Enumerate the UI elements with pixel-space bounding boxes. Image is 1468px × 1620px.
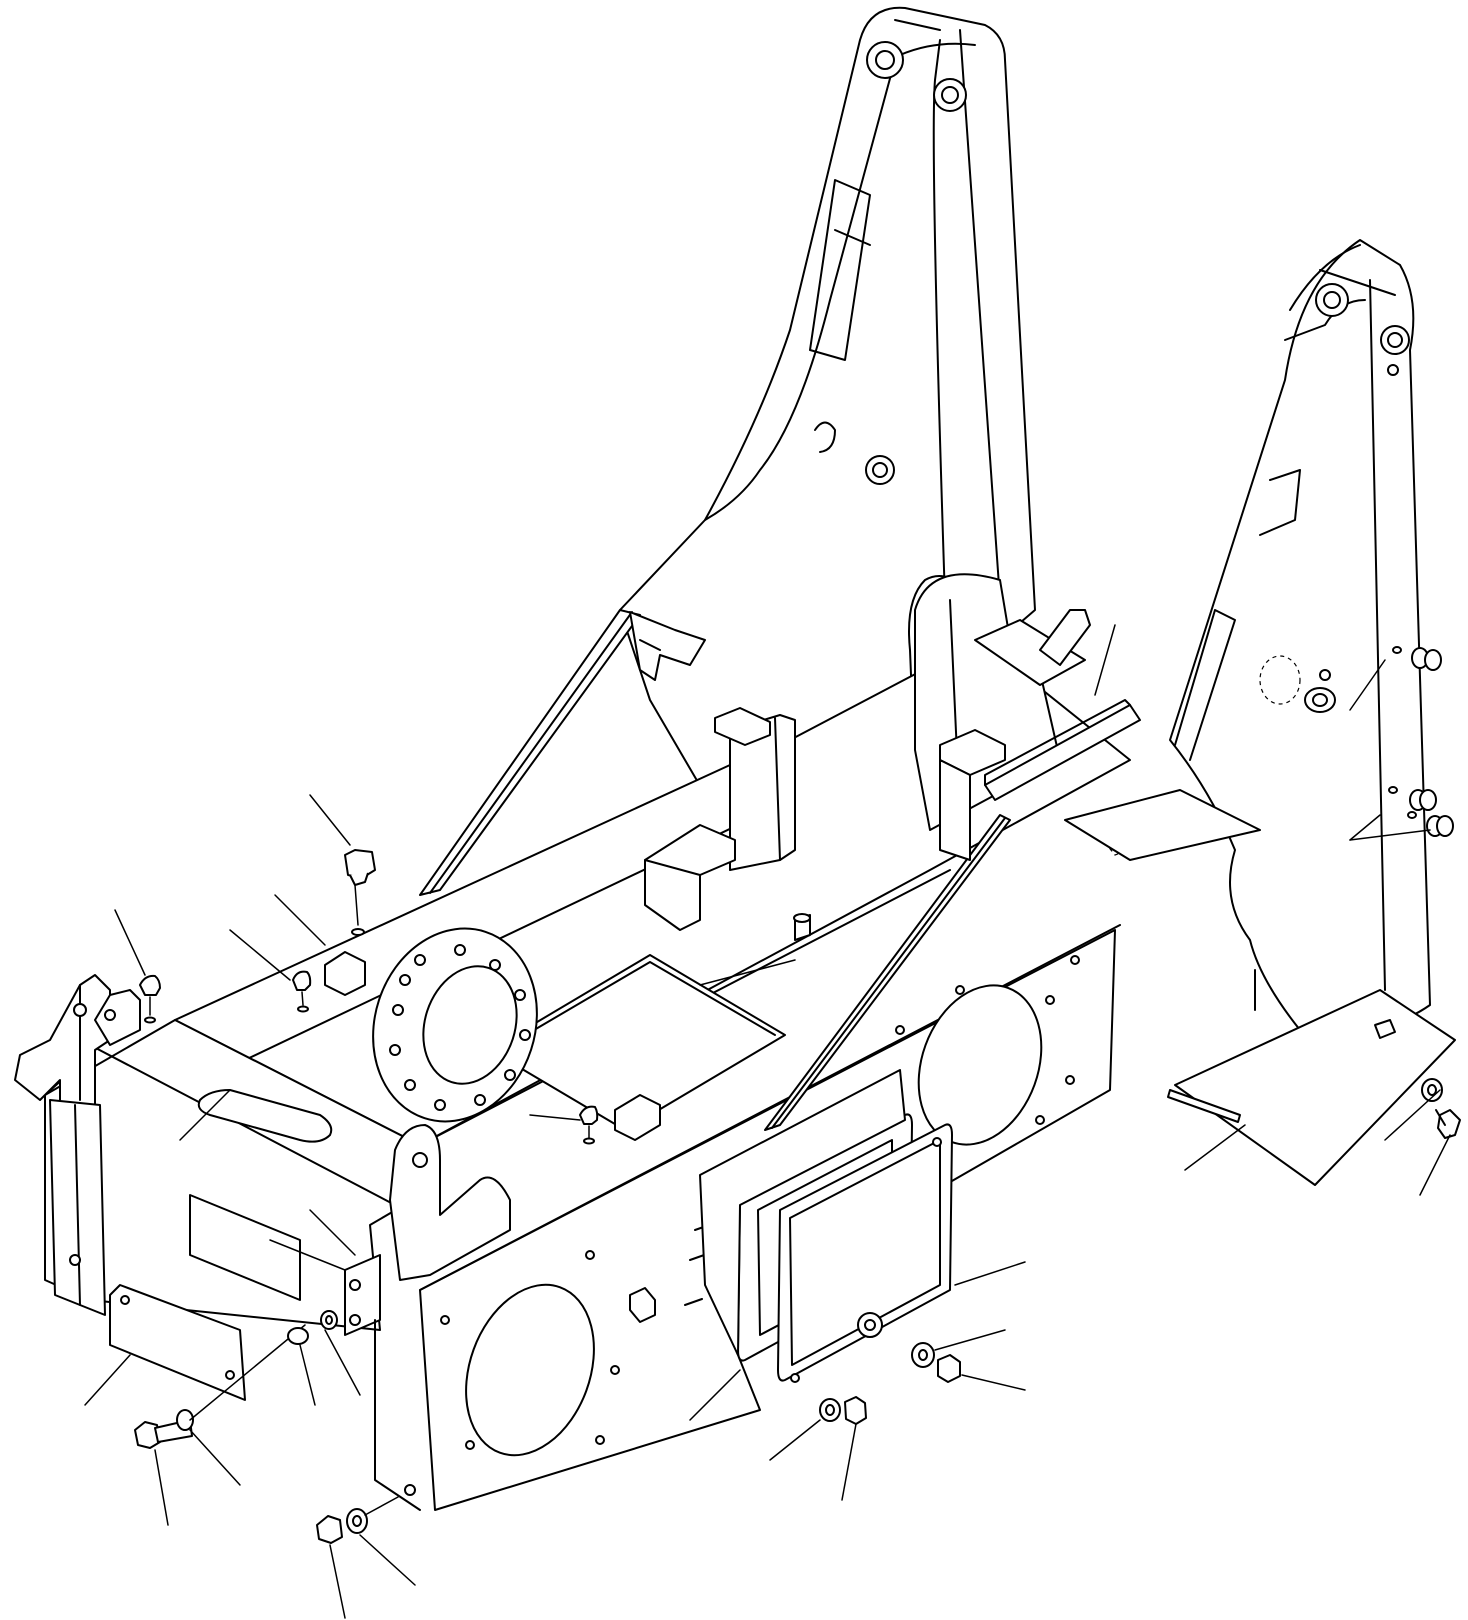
leader-26 xyxy=(954,1261,1026,1286)
rear-bracket-assembly xyxy=(939,609,1261,861)
leader-9 xyxy=(1349,659,1386,711)
leader-6 xyxy=(529,1114,581,1121)
fasteners xyxy=(134,646,1461,1544)
plug-left xyxy=(139,974,161,1024)
cover-nut-lower xyxy=(819,1396,867,1425)
leader-18 xyxy=(84,1354,131,1406)
leader-20 xyxy=(154,1449,169,1526)
cap-screw-top xyxy=(344,849,376,936)
leader-25 xyxy=(841,1423,857,1501)
leader-lines xyxy=(84,624,1451,1619)
ring-bolt-holes xyxy=(389,944,531,1111)
cover-nut-upper xyxy=(911,1342,961,1383)
leader-3 xyxy=(274,894,326,946)
leader-2 xyxy=(114,909,146,976)
leader-19 xyxy=(189,1429,241,1486)
leader-21 xyxy=(329,1544,346,1619)
leader-15 xyxy=(269,1239,346,1271)
leader-8 xyxy=(1094,624,1116,696)
leader-10b xyxy=(1349,829,1431,841)
bolt-bottom xyxy=(316,1496,399,1544)
leader-1 xyxy=(309,794,351,846)
leader-12 xyxy=(1419,1134,1451,1196)
bolt-front-mid xyxy=(287,1310,338,1345)
leader-13 xyxy=(1184,1124,1246,1171)
inspection-cover-plate xyxy=(777,1123,953,1383)
right-bolt-upper xyxy=(1392,646,1442,671)
leader-16 xyxy=(324,1329,361,1396)
leader-4 xyxy=(229,929,291,981)
leader-28 xyxy=(961,1374,1026,1391)
leader-24 xyxy=(769,1419,821,1461)
leader-14 xyxy=(309,1209,356,1256)
leader-17 xyxy=(299,1344,316,1406)
leader-27 xyxy=(934,1329,1006,1351)
main-frame-body xyxy=(174,639,1131,1146)
leader-22 xyxy=(359,1534,416,1586)
leader-7 xyxy=(699,959,796,986)
plug-lower xyxy=(579,1105,599,1145)
skid-bolt xyxy=(1421,1078,1461,1139)
leader-11 xyxy=(1384,1089,1441,1141)
right-bolt-lower xyxy=(1407,811,1454,837)
leader-23 xyxy=(689,1369,741,1421)
leader-5 xyxy=(179,1089,231,1141)
bolt-front-left xyxy=(134,1324,306,1449)
front-cross-member xyxy=(14,974,511,1401)
leader-10 xyxy=(1349,814,1381,841)
right-bolt-mid xyxy=(1388,786,1437,811)
left-lift-tower xyxy=(419,6,1036,896)
plug-center xyxy=(292,970,312,1013)
